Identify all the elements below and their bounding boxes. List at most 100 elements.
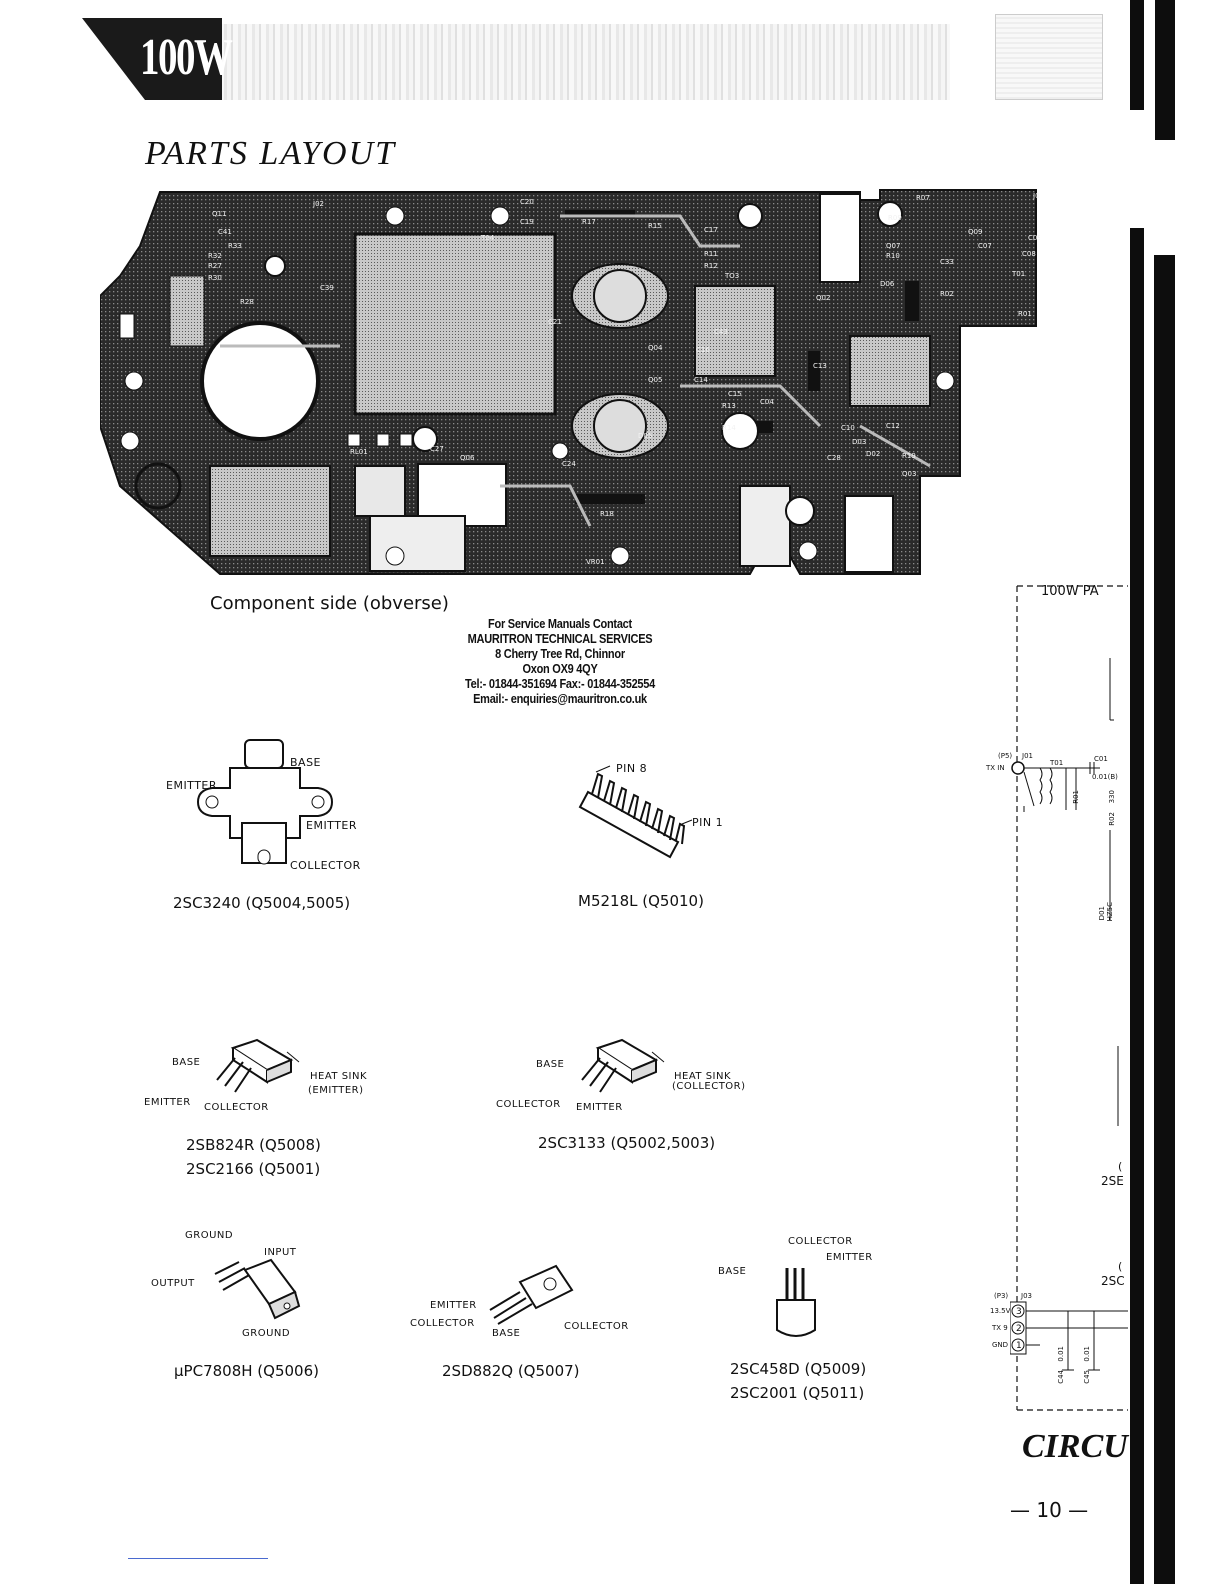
pcb-ref-label: Q05 <box>648 376 662 384</box>
schem-p5-label: (P5) <box>998 752 1013 760</box>
pcb-ref-label: C17 <box>704 226 718 234</box>
ic-m5218l-drawing <box>578 765 693 859</box>
p4-part-name: 2SC3133 (Q5002,5003) <box>538 1134 716 1152</box>
p1-part-name: 2SC3240 (Q5004,5005) <box>173 894 351 912</box>
contact-line-4: Oxon OX9 4QY <box>522 662 598 676</box>
pcb-ref-label: R02 <box>940 290 954 298</box>
pcb-ref-label: D05 <box>638 432 652 440</box>
schematic-dashed-frame <box>1010 585 1128 1411</box>
schem-13v-label: 13.5V <box>990 1307 1011 1315</box>
pcb-ref-label: Q11 <box>212 210 226 218</box>
pcb-caption: Component side (obverse) <box>210 593 449 614</box>
schem-side-label-2: 2SC <box>1101 1274 1125 1288</box>
p2-part-name: M5218L (Q5010) <box>578 892 704 910</box>
p3-part-name-1: 2SB824R (Q5008) <box>186 1136 321 1154</box>
p5-part-name: μPC7808H (Q5006) <box>174 1362 319 1380</box>
schem-pin2: 2 <box>1016 1324 1022 1334</box>
p5-ground-label-bottom: GROUND <box>242 1328 291 1339</box>
pcb-ref-label: TO3 <box>724 272 739 280</box>
p4-collector-label: COLLECTOR <box>496 1099 561 1110</box>
pcb-ref-label: C20 <box>520 198 534 206</box>
pcb-ref-label: R01 <box>1018 310 1032 318</box>
footer-rule <box>128 1558 268 1559</box>
right-edge-strip-top-b <box>1155 0 1175 140</box>
schem-c01-value: 0.01(B) <box>1092 773 1118 781</box>
pcb-ref-label: C04 <box>760 398 774 406</box>
pcb-ref-label: C27 <box>430 445 444 453</box>
pcb-ref-label: D02 <box>866 450 880 458</box>
pcb-ref-label: J02 <box>312 200 324 208</box>
page-number: — 10 — <box>1010 1498 1089 1522</box>
p7-base-label: BASE <box>718 1266 747 1277</box>
pcb-ref-label: R14 <box>722 424 736 432</box>
contact-line-2: MAURITRON TECHNICAL SERVICES <box>467 632 653 646</box>
pcb-ref-label: VR01 <box>586 558 605 566</box>
pcb-ref-label: C43 <box>714 328 728 336</box>
pcb-ref-label: D03 <box>852 438 866 446</box>
p3-collector-label: COLLECTOR <box>204 1102 269 1113</box>
pcb-ref-label: R13 <box>722 402 736 410</box>
p7-part-name-2: 2SC2001 (Q5011) <box>730 1384 865 1402</box>
p1-emitter-label-left: EMITTER <box>166 779 218 792</box>
p3-heatsink-label: HEAT SINK <box>310 1071 368 1082</box>
pcb-ref-label: Q04 <box>648 344 663 352</box>
contact-line-3: 8 Cherry Tree Rd, Chinnor <box>495 647 625 661</box>
transistor-2sc3133-drawing <box>581 1038 665 1093</box>
transistor-2sc3240-drawing <box>196 739 334 865</box>
pcb-ref-label: C13 <box>813 362 827 370</box>
pcb-ref-label: C08 <box>1022 250 1036 258</box>
pcb-ref-label: R28 <box>240 298 254 306</box>
pcb-ref-label: C15 <box>728 390 742 398</box>
pcb-ref-label: R07 <box>916 194 930 202</box>
p6-base-label: BASE <box>492 1328 521 1339</box>
header-banner-background <box>210 24 950 100</box>
header-corner-box <box>995 14 1103 100</box>
pcb-ref-label: Q07 <box>886 242 900 250</box>
p7-part-name-1: 2SC458D (Q5009) <box>730 1360 867 1378</box>
schem-pin3: 3 <box>1016 1307 1022 1317</box>
pcb-ref-label: R09 <box>888 214 902 222</box>
p1-base-label: BASE <box>290 756 322 769</box>
transistor-2sd882q-drawing <box>489 1264 574 1325</box>
p3-part-name-2: 2SC2166 (Q5001) <box>186 1160 321 1178</box>
schem-p3-label: (P3) <box>994 1292 1009 1300</box>
schem-txin-label: TX IN <box>986 764 1005 772</box>
schem-d01-value: HZ5C <box>1106 902 1114 922</box>
pcb-ref-label: C39 <box>320 284 334 292</box>
pcb-ref-label: Q06 <box>460 454 475 462</box>
pcb-ref-label: R33 <box>228 242 242 250</box>
schem-side-label-1b: ( <box>1118 1160 1123 1173</box>
p6-part-name: 2SD882Q (Q5007) <box>442 1362 580 1380</box>
contact-line-6: Email:- enquiries@mauritron.co.uk <box>473 692 647 706</box>
p3-emitter-label: EMITTER <box>144 1097 191 1108</box>
header-banner-title: 100W <box>140 29 233 86</box>
schem-r02-label: R02 <box>1108 812 1116 826</box>
pcb-ref-label: D06 <box>880 280 895 288</box>
contact-line-5: Tel:- 01844-351694 Fax:- 01844-352554 <box>464 677 655 691</box>
schem-r01-label: R01 <box>1072 790 1080 804</box>
transistor-2sb824r-drawing <box>216 1038 300 1093</box>
p6-emitter-label: EMITTER <box>430 1300 477 1311</box>
pcb-ref-label: C41 <box>218 228 232 236</box>
p7-collector-label: COLLECTOR <box>788 1236 853 1247</box>
pcb-ref-label: C33 <box>940 258 954 266</box>
p3-base-label: BASE <box>172 1057 201 1068</box>
pcb-ref-label: Q02 <box>816 294 830 302</box>
schem-c44-value: 0.01 <box>1057 1346 1065 1362</box>
schem-pin1: 1 <box>1016 1341 1022 1351</box>
pcb-ref-label: C21 <box>548 318 562 326</box>
pcb-ref-label: R19 <box>902 452 916 460</box>
pcb-ref-label: T01 <box>1011 270 1025 278</box>
p1-collector-label: COLLECTOR <box>290 859 361 872</box>
pcb-ref-label: R11 <box>704 250 718 258</box>
pcb-ref-label: C14 <box>694 376 708 384</box>
p5-output-label: OUTPUT <box>151 1278 195 1289</box>
pcb-ref-label: R10 <box>886 252 900 260</box>
schem-j01-label: J01 <box>1022 752 1033 760</box>
schem-c45-value: 0.01 <box>1083 1346 1091 1362</box>
p7-emitter-label: EMITTER <box>826 1252 873 1263</box>
p4-heatsink-label: HEAT SINK <box>674 1071 732 1082</box>
p5-input-label: INPUT <box>264 1247 297 1258</box>
right-edge-strip-main-b <box>1154 255 1175 1584</box>
contact-line-1: For Service Manuals Contact <box>488 617 632 631</box>
